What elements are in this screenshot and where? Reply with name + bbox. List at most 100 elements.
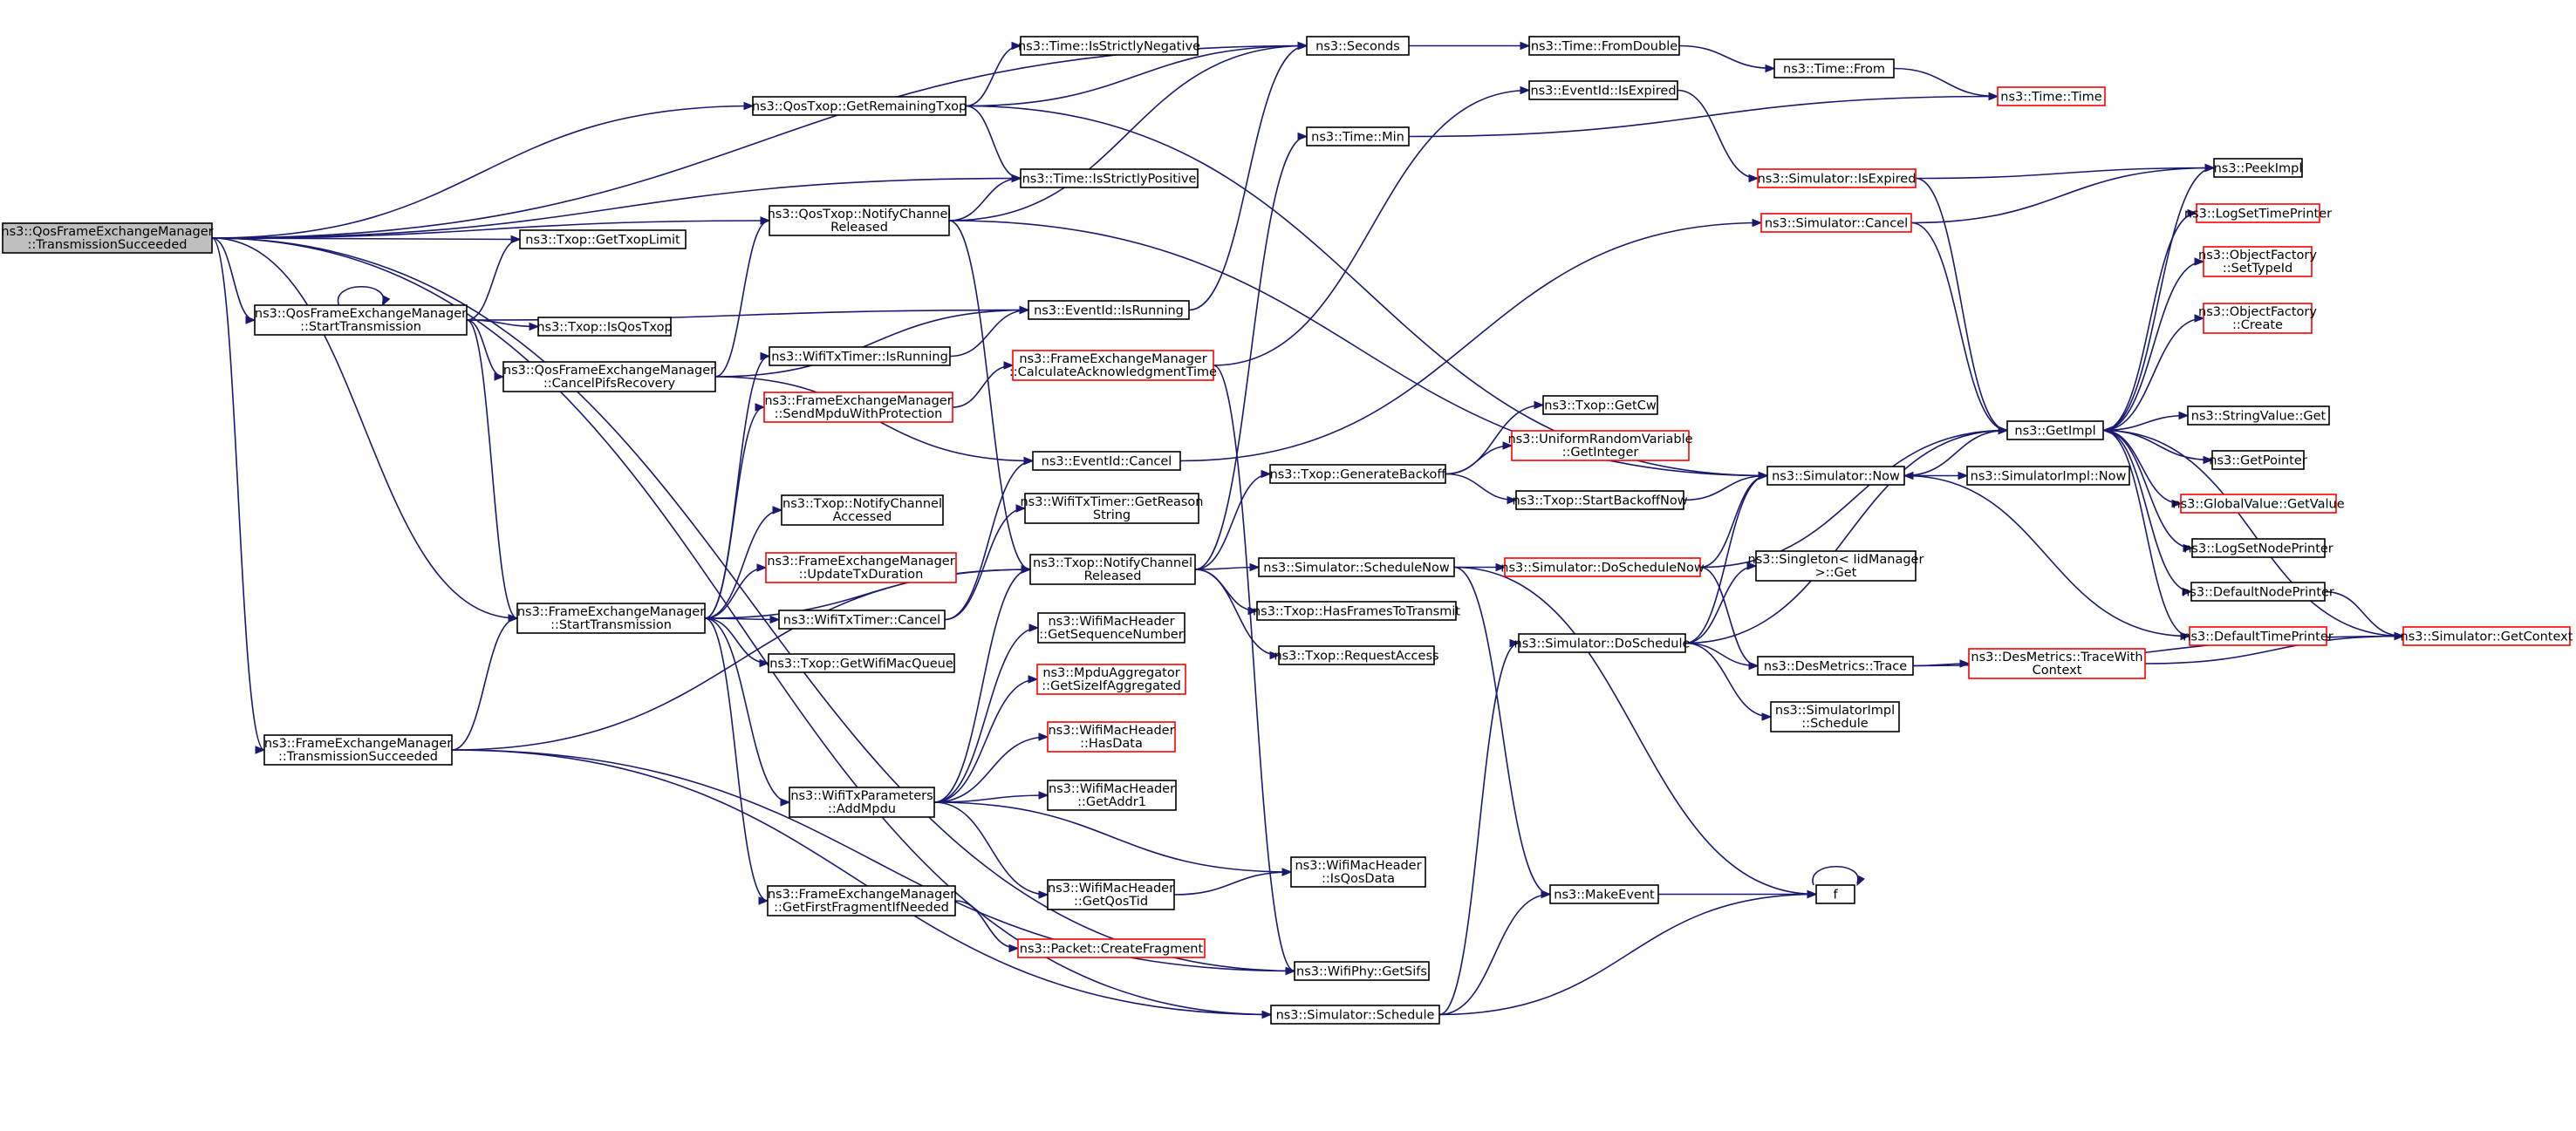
- node-gettxoplimit[interactable]: ns3::Txop::GetTxopLimit: [519, 229, 687, 249]
- node-box: [1757, 168, 1917, 188]
- node-getimpl[interactable]: ns3::GetImpl: [2006, 420, 2104, 440]
- node-of-settypeid[interactable]: ns3::ObjectFactory::SetTypeId: [2198, 246, 2317, 277]
- edge-qos-notify-to-ispos: [948, 177, 1022, 221]
- node-wt-isrunning[interactable]: ns3::WifiTxTimer::IsRunning: [769, 346, 951, 366]
- node-logsettime[interactable]: ns3::LogSetTimePrinter: [2184, 203, 2332, 223]
- node-addmpdu[interactable]: ns3::WifiTxParameters::AddMpdu: [789, 787, 935, 818]
- edge-getcontext-to-getimpl: [2102, 429, 2404, 637]
- node-hasdata[interactable]: ns3::WifiMacHeader::HasData: [1047, 721, 1176, 753]
- node-label: ns3::Txop::GetTxopLimit: [525, 234, 680, 248]
- node-getremtxop[interactable]: ns3::QosTxop::GetRemainingTxop: [752, 96, 967, 116]
- node-label: ns3::DefaultTimePrinter: [2183, 630, 2333, 644]
- node-label: Accessed: [833, 510, 892, 524]
- node-ispos[interactable]: ns3::Time::IsStrictlyPositive: [1020, 168, 1199, 188]
- edge-qos-st-to-qos-st: [337, 285, 385, 306]
- node-requestaccess[interactable]: ns3::Txop::RequestAccess: [1274, 645, 1439, 665]
- node-isneg[interactable]: ns3::Time::IsStrictlyNegative: [1018, 36, 1200, 56]
- node-globalvalue[interactable]: ns3::GlobalValue::GetValue: [2172, 494, 2345, 514]
- arrowhead: [2194, 314, 2205, 323]
- node-doschedulenow[interactable]: ns3::Simulator::DoScheduleNow: [1500, 557, 1705, 577]
- node-seconds[interactable]: ns3::Seconds: [1306, 36, 1410, 56]
- node-sim-now[interactable]: ns3::Simulator::Now: [1766, 466, 1905, 486]
- node-wt-cancel[interactable]: ns3::WifiTxTimer::Cancel: [778, 610, 946, 630]
- node-ev-isexpired[interactable]: ns3::EventId::IsExpired: [1528, 80, 1678, 100]
- node-peekimpl[interactable]: ns3::PeekImpl: [2213, 158, 2303, 178]
- node-calcack[interactable]: ns3::FrameExchangeManager::CalculateAckn…: [1009, 350, 1217, 381]
- node-schedulenow[interactable]: ns3::Simulator::ScheduleNow: [1258, 557, 1455, 577]
- node-box: [2189, 626, 2327, 646]
- node-defaulttime[interactable]: ns3::DefaultTimePrinter: [2183, 626, 2333, 646]
- node-getwifimacq[interactable]: ns3::Txop::GetWifiMacQueue: [768, 653, 955, 673]
- node-desm-trace[interactable]: ns3::DesMetrics::Trace: [1757, 656, 1914, 676]
- node-qos-st[interactable]: ns3::QosFrameExchangeManager::StartTrans…: [254, 304, 468, 336]
- arrowhead: [743, 101, 755, 111]
- node-getaddr1[interactable]: ns3::WifiMacHeader::GetAddr1: [1047, 780, 1177, 811]
- node-sim-isexpired[interactable]: ns3::Simulator::IsExpired: [1757, 168, 1917, 188]
- arrowhead: [1023, 456, 1035, 466]
- node-getfirstfrag[interactable]: ns3::FrameExchangeManager::GetFirstFragm…: [767, 885, 956, 916]
- node-fromdouble[interactable]: ns3::Time::FromDouble: [1528, 36, 1680, 56]
- node-sim-schedule[interactable]: ns3::Simulator::Schedule: [1270, 1005, 1440, 1025]
- node-getsizeif[interactable]: ns3::MpduAggregator::GetSizeIfAggregated: [1036, 664, 1186, 695]
- node-box: [2203, 303, 2313, 334]
- node-getseq[interactable]: ns3::WifiMacHeader::GetSequenceNumber: [1037, 612, 1186, 644]
- node-doschedule[interactable]: ns3::Simulator::DoSchedule: [1514, 633, 1691, 653]
- node-makeevent[interactable]: ns3::MakeEvent: [1549, 884, 1659, 904]
- node-getpointer[interactable]: ns3::GetPointer: [2209, 450, 2307, 470]
- node-hasframes[interactable]: ns3::Txop::HasFramesToTransmit: [1253, 601, 1460, 621]
- arrowhead: [1507, 495, 1518, 505]
- edge-addmpdu-to-hasdata: [933, 736, 1049, 803]
- node-getsifs[interactable]: ns3::WifiPhy::GetSifs: [1294, 961, 1430, 981]
- node-timefrom[interactable]: ns3::Time::From: [1773, 58, 1895, 78]
- edge-sim-isexpired-to-peekimpl: [1915, 167, 2215, 180]
- node-simimpl-now[interactable]: ns3::SimulatorImpl::Now: [1966, 466, 2130, 486]
- node-getcontext[interactable]: ns3::Simulator::GetContext: [2401, 626, 2573, 646]
- node-isqosdata[interactable]: ns3::WifiMacHeader::IsQosData: [1290, 856, 1426, 888]
- node-startbackoff[interactable]: ns3::Txop::StartBackoffNow: [1512, 490, 1688, 510]
- node-sendmpdu[interactable]: ns3::FrameExchangeManager::SendMpduWithP…: [763, 392, 953, 423]
- node-label: ns3::ObjectFactory: [2198, 305, 2317, 319]
- edge-sim-schedule-to-f: [1438, 893, 1817, 1016]
- node-label: ns3::Simulator::Now: [1772, 470, 1900, 484]
- node-stringvalue[interactable]: ns3::StringValue::Get: [2187, 405, 2330, 426]
- node-txop-genbackoff[interactable]: ns3::Txop::GenerateBackoff: [1269, 464, 1447, 484]
- node-ev-cancel[interactable]: ns3::EventId::Cancel: [1032, 451, 1181, 471]
- node-label: ns3::QosTxop::GetRemainingTxop: [752, 100, 967, 114]
- node-of-create[interactable]: ns3::ObjectFactory::Create: [2198, 303, 2317, 334]
- arrowhead: [1028, 675, 1039, 684]
- node-simimpl-sched[interactable]: ns3::SimulatorImpl::Schedule: [1770, 701, 1900, 732]
- node-label: ::TransmissionSucceeded: [28, 238, 188, 252]
- edge-fem-ts-to-fem-st: [451, 617, 518, 751]
- node-fem-st[interactable]: ns3::FrameExchangeManager::StartTransmis…: [516, 603, 706, 634]
- node-isrunning[interactable]: ns3::EventId::IsRunning: [1028, 300, 1190, 320]
- arrowhead: [245, 316, 256, 324]
- node-logsetnode[interactable]: ns3::LogSetNodePrinter: [2183, 538, 2333, 558]
- node-label: ::Create: [2232, 318, 2283, 332]
- node-box: [1020, 168, 1199, 188]
- node-getinteger[interactable]: ns3::UniformRandomVariable::GetInteger: [1507, 430, 1693, 461]
- node-getqostid[interactable]: ns3::WifiMacHeader::GetQosTid: [1047, 879, 1175, 910]
- node-timetime[interactable]: ns3::Time::Time: [1997, 86, 2106, 106]
- arrowhead: [1534, 400, 1545, 410]
- node-root[interactable]: ns3::QosFrameExchangeManager::Transmissi…: [1, 222, 214, 254]
- node-box: [2402, 626, 2571, 646]
- node-defaultnode[interactable]: ns3::DefaultNodePrinter: [2182, 582, 2334, 602]
- node-updatetx[interactable]: ns3::FrameExchangeManager::UpdateTxDurat…: [765, 552, 957, 583]
- node-box: [1306, 126, 1410, 146]
- node-createfrag[interactable]: ns3::Packet::CreateFragment: [1017, 938, 1206, 958]
- node-sim-cancel[interactable]: ns3::Simulator::Cancel: [1760, 213, 1912, 233]
- node-getcw[interactable]: ns3::Txop::GetCw: [1542, 395, 1658, 415]
- node-qos-cancelpifs[interactable]: ns3::QosFrameExchangeManager::CancelPifs…: [502, 361, 716, 392]
- node-fem-ts[interactable]: ns3::FrameExchangeManager::TransmissionS…: [263, 734, 453, 766]
- node-singleton[interactable]: ns3::Singleton< IidManager>::Get: [1748, 550, 1924, 582]
- node-isqostxop[interactable]: ns3::Txop::IsQosTxop: [536, 317, 673, 337]
- node-f[interactable]: f: [1815, 884, 1855, 904]
- node-timemin[interactable]: ns3::Time::Min: [1306, 126, 1410, 146]
- node-box: [767, 885, 956, 916]
- node-label: ns3::Simulator::GetContext: [2401, 630, 2573, 644]
